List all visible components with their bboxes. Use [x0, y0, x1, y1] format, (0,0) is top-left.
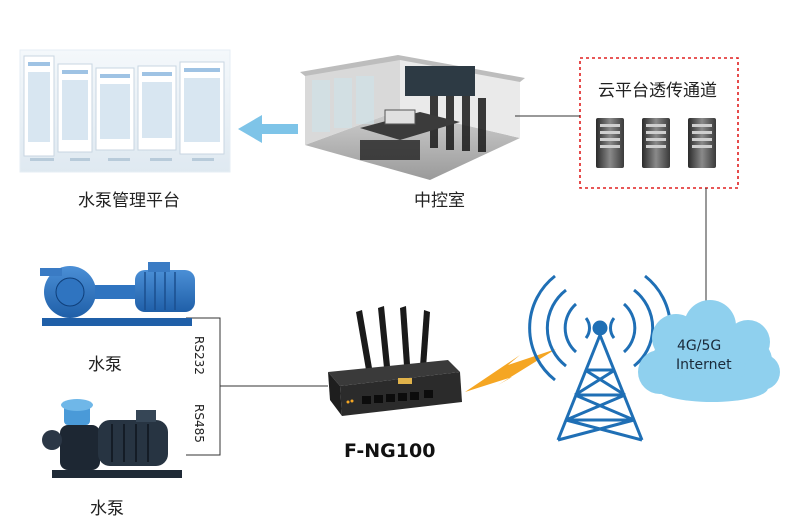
control-room-image [300, 55, 525, 180]
lightning-icon [465, 349, 556, 392]
platform-screens-image [19, 49, 231, 173]
pump-bottom-label: 水泵 [90, 499, 124, 519]
internet-line1: 4G/5G [677, 338, 722, 354]
server-icon-3 [688, 118, 716, 168]
router-label: F-NG100 [344, 440, 436, 462]
arrow-left-icon [238, 115, 298, 143]
internet-line2: Internet [676, 357, 732, 373]
rs232-label: RS232 [192, 336, 206, 375]
platform-label: 水泵管理平台 [78, 191, 180, 211]
control-room-label: 中控室 [414, 191, 465, 211]
server-icon-1 [596, 118, 624, 168]
cloud-channel-box [579, 57, 739, 189]
cloud-icon [638, 300, 780, 402]
router-image [328, 306, 462, 416]
rs485-label: RS485 [192, 404, 206, 443]
server-icon-2 [642, 118, 670, 168]
connection-lines [186, 115, 707, 456]
pump-bottom-image [42, 399, 182, 478]
pump-top-image [40, 262, 195, 326]
tower-icon [556, 334, 644, 442]
cloud-channel-label: 云平台透传通道 [598, 81, 717, 101]
pump-top-label: 水泵 [88, 355, 122, 375]
